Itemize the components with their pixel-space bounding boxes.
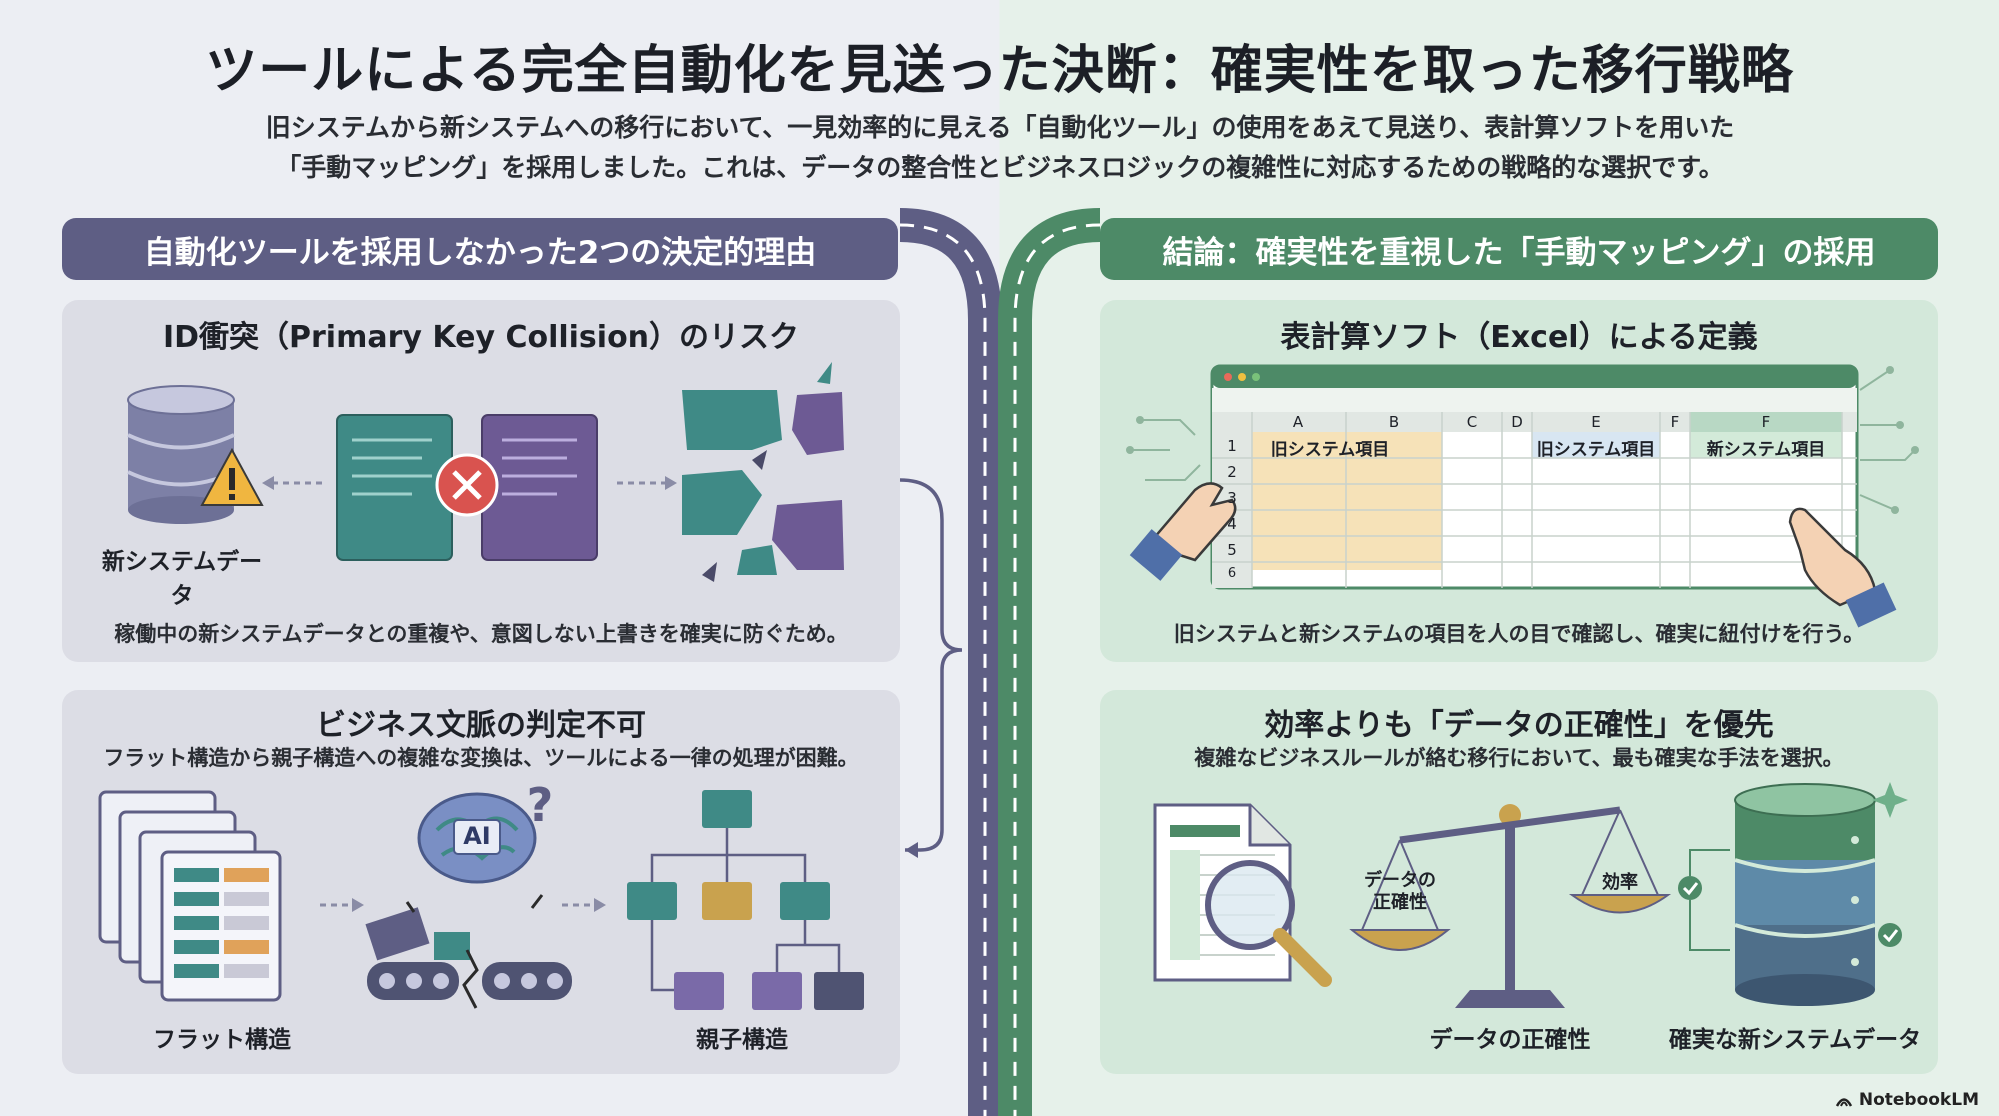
- flat-structure-label: フラット構造: [153, 1027, 291, 1053]
- scale-left-line-1: データの: [1364, 870, 1436, 891]
- notebooklm-icon: [1835, 1098, 1852, 1107]
- broken-conveyor-icon: [365, 894, 572, 1009]
- brand-name: NotebookLM: [1858, 1090, 1979, 1110]
- data-accuracy-label: データの正確性: [1429, 1027, 1591, 1053]
- scale-right-label: 効率: [1602, 872, 1638, 893]
- shattered-data-icon: [682, 362, 844, 582]
- panel-title: 表計算ソフト（Excel）による定義: [1280, 320, 1758, 355]
- parent-child-structure-icon: [627, 790, 864, 1010]
- accuracy-illustration: [1153, 782, 1908, 1008]
- panel-title: 効率よりも「データの正確性」を優先: [1264, 708, 1774, 743]
- scale-left-line-2: 正確性: [1373, 892, 1427, 913]
- subtitle-line-2: 「手動マッピング」を採用しました。これは、データの整合性とビジネスロジックの複雑…: [276, 153, 1724, 182]
- left-banner: 自動化ツールを採用しなかった2つの決定的理由: [62, 218, 898, 280]
- new-system-data-label: 新システムデータ: [101, 549, 263, 609]
- ai-brain-icon: [417, 792, 537, 884]
- verified-database-icon: [1678, 782, 1908, 1006]
- panel-title: ビジネス文脈の判定不可: [316, 708, 646, 743]
- column-header: A: [1292, 413, 1304, 431]
- panel-caption: フラット構造から親子構造への複雑な変換は、ツールによる一律の処理が困難。: [103, 746, 859, 770]
- row-header: 6: [1227, 566, 1237, 581]
- row-header: 3: [1227, 489, 1237, 507]
- column-header: D: [1511, 413, 1523, 431]
- pointing-hand-icon: [1788, 507, 1897, 628]
- row-header: 5: [1227, 541, 1237, 559]
- document-search-icon: [1153, 803, 1332, 987]
- cell-new-system-item: 新システム項目: [1706, 440, 1826, 460]
- cell-old-system-item: 旧システム項目: [1270, 440, 1390, 460]
- panel-title: ID衝突（Primary Key Collision）のリスク: [162, 320, 800, 355]
- collision-x-icon: [435, 453, 499, 517]
- cell-old-system-item: 旧システム項目: [1536, 440, 1656, 460]
- panel-caption: 旧システムと新システムの項目を人の目で確認し、確実に紐付けを行う。: [1173, 622, 1865, 646]
- flat-structure-icon: [98, 790, 282, 1002]
- subtitle-line-1: 旧システムから新システムへの移行において、一見効率的に見える「自動化ツール」の使…: [265, 113, 1735, 142]
- balance-scale-icon: [1349, 804, 1672, 1008]
- row-header: 2: [1227, 463, 1237, 481]
- parent-child-structure-label: 親子構造: [696, 1027, 788, 1053]
- column-header: B: [1388, 413, 1400, 431]
- spreadsheet-illustration: [1126, 364, 1919, 628]
- panel-caption: 複雑なビジネスルールが絡む移行において、最も確実な手法を選択。: [1194, 746, 1844, 770]
- question-mark: ?: [526, 778, 554, 832]
- business-context-illustration: [98, 790, 864, 1010]
- panel-excel-definition: 表計算ソフト（Excel）による定義: [1100, 300, 1938, 662]
- panel-id-collision: ID衝突（Primary Key Collision）のリスク: [62, 300, 900, 662]
- panel-business-context: ビジネス文脈の判定不可 フラット構造から親子構造への複雑な変換は、ツールによる一…: [62, 690, 900, 1074]
- page-title: ツールによる完全自動化を見送った決断：確実性を取った移行戦略: [205, 41, 1794, 101]
- right-banner: 結論：確実性を重視した「手動マッピング」の採用: [1100, 218, 1938, 280]
- ai-label: AI: [463, 822, 491, 850]
- verified-new-system-data-label: 確実な新システムデータ: [1668, 1027, 1922, 1053]
- brand-logo: NotebookLM: [1835, 1090, 1979, 1110]
- row-header: 4: [1227, 515, 1237, 533]
- column-header: F: [1761, 413, 1771, 431]
- id-collision-illustration: [127, 362, 844, 582]
- column-header: F: [1670, 413, 1680, 431]
- panel-caption: 稼働中の新システムデータとの重複や、意図しない上書きを確実に防ぐため。: [114, 622, 848, 646]
- panel-accuracy-priority: 効率よりも「データの正確性」を優先 複雑なビジネスルールが絡む移行において、最も…: [1100, 690, 1938, 1074]
- left-hand-icon: [1129, 482, 1237, 581]
- column-header: E: [1591, 413, 1601, 431]
- column-header: C: [1466, 413, 1478, 431]
- row-header: 1: [1227, 437, 1237, 455]
- page-subtitle: 旧システムから新システムへの移行において、一見効率的に見える「自動化ツール」の使…: [120, 108, 1880, 188]
- scale-left-label: データの 正確性: [1358, 870, 1442, 914]
- warning-icon: [200, 447, 264, 506]
